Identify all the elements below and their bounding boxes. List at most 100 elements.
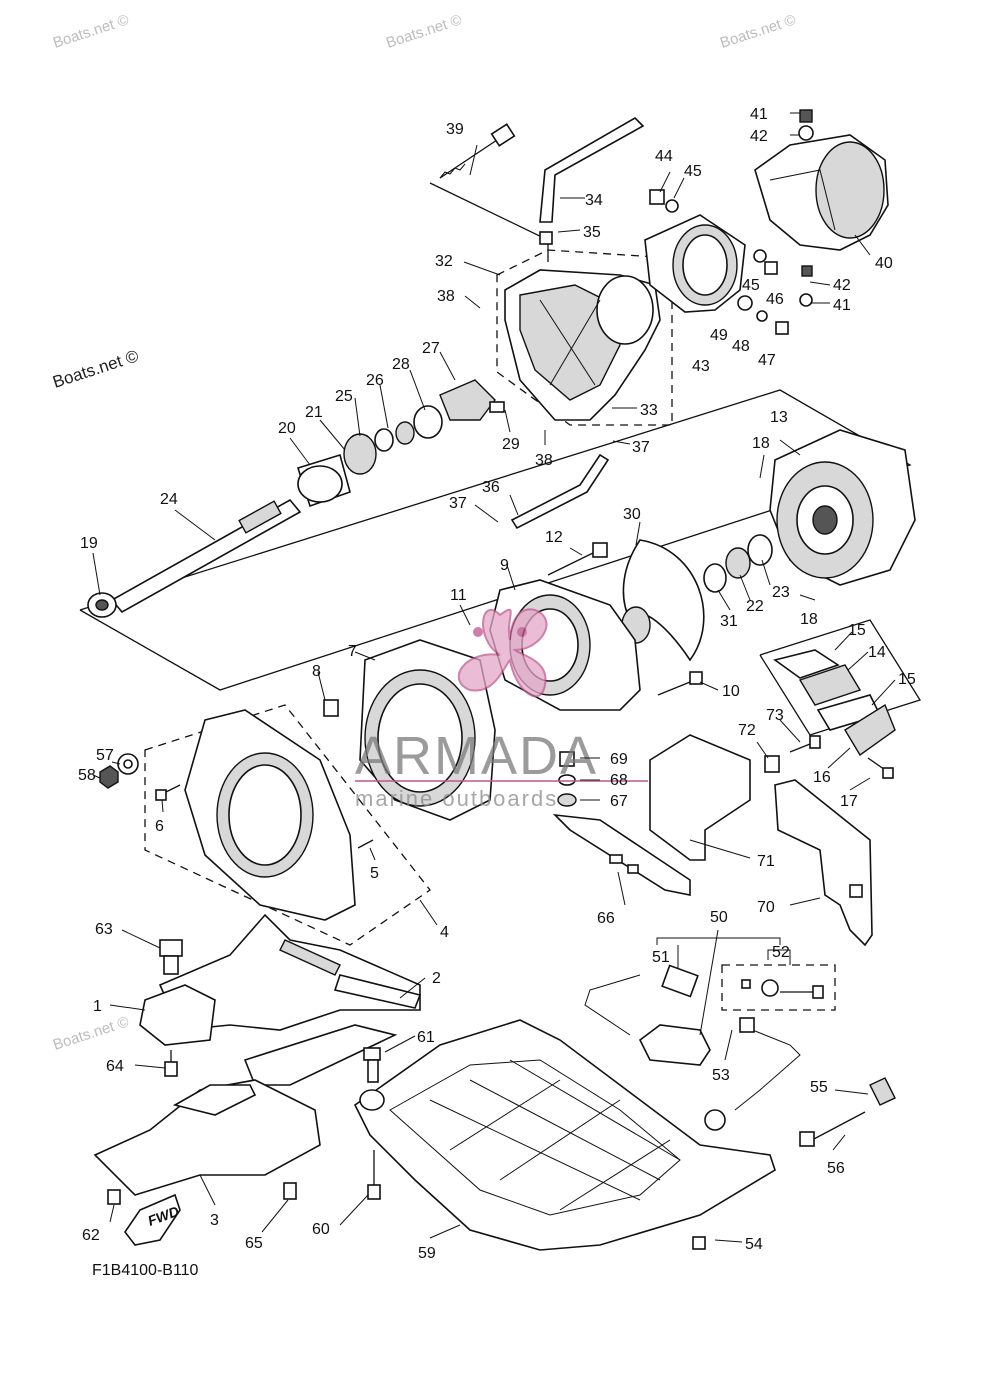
callout-64: 64: [106, 1058, 124, 1075]
callout-53: 53: [712, 1067, 730, 1084]
sensor-50-53: [584, 964, 824, 1131]
hose-34: [539, 117, 645, 223]
callout-54: 54: [745, 1236, 763, 1253]
intake-plate-4: [184, 709, 356, 921]
callout-34: 34: [585, 192, 603, 209]
callout-9: 9: [500, 557, 509, 574]
callout-4: 4: [440, 924, 449, 941]
watermark-left: Boats.net ©: [50, 346, 141, 392]
bracket-71: [552, 734, 751, 896]
callout-30: 30: [623, 506, 641, 523]
small-parts-5-6-8-57-58: [99, 699, 374, 849]
diagram-code: F1B4100-B110: [92, 1262, 199, 1279]
bolts-62-65: [107, 1182, 297, 1205]
brand-overlay: ARMADA marine outboards: [355, 608, 648, 811]
hose-36: [510, 453, 610, 530]
callout-66: 66: [597, 910, 615, 927]
callout-32: 32: [435, 253, 453, 270]
callout-15b: 15: [898, 671, 916, 688]
callout-27: 27: [422, 340, 440, 357]
callout-73: 73: [766, 707, 784, 724]
bolts-72-73: [764, 735, 821, 773]
callout-45a: 45: [684, 163, 702, 180]
brand-tagline: marine outboards: [355, 786, 558, 811]
callout-21: 21: [305, 404, 323, 421]
callout-19: 19: [80, 535, 98, 552]
bolts-54-60-61: [363, 1047, 706, 1250]
callout-47: 47: [758, 352, 776, 369]
callout-14: 14: [868, 644, 886, 661]
callout-42a: 42: [750, 128, 768, 145]
callout-56: 56: [827, 1160, 845, 1177]
grate-14-16: [773, 649, 896, 779]
bolt-39: [439, 123, 516, 179]
callout-48: 48: [732, 338, 750, 355]
callout-7: 7: [348, 643, 357, 660]
callout-50: 50: [710, 909, 728, 926]
callout-43: 43: [692, 358, 710, 375]
callout-5: 5: [370, 865, 379, 882]
ride-plate-59: [353, 1019, 776, 1251]
callout-11: 11: [450, 587, 467, 604]
callout-51: 51: [652, 949, 670, 966]
callout-25: 25: [335, 388, 353, 405]
callout-61: 61: [417, 1029, 435, 1046]
deflector-40: [754, 134, 889, 251]
callout-70: 70: [757, 899, 775, 916]
callout-35: 35: [583, 224, 601, 241]
callout-3: 3: [210, 1212, 219, 1229]
callout-10: 10: [722, 683, 740, 700]
bracket-3: [93, 1079, 321, 1196]
watermark-top-center: Boats.net ©: [384, 11, 464, 51]
callout-16: 16: [813, 769, 831, 786]
callout-leaders: [92, 112, 896, 1243]
callout-44: 44: [655, 148, 673, 165]
rings-22-23-31: [703, 534, 773, 593]
callout-38b: 38: [535, 452, 553, 469]
callout-68: 68: [610, 772, 628, 789]
callout-6: 6: [155, 818, 164, 835]
callout-15a: 15: [848, 622, 866, 639]
callout-62: 62: [82, 1227, 100, 1244]
callout-40: 40: [875, 255, 893, 272]
callout-45b: 45: [742, 277, 760, 294]
callout-18b: 18: [800, 611, 818, 628]
callout-59: 59: [418, 1245, 436, 1262]
callout-31: 31: [720, 613, 738, 630]
callout-46: 46: [766, 291, 784, 308]
callout-49: 49: [710, 327, 728, 344]
callout-17: 17: [840, 793, 858, 810]
callout-52: 52: [772, 944, 790, 961]
drive-shaft-24: [87, 379, 505, 618]
callout-28: 28: [392, 356, 410, 373]
callout-23: 23: [772, 584, 790, 601]
plate-70: [774, 779, 873, 947]
callout-18a: 18: [752, 435, 770, 452]
callout-60: 60: [312, 1221, 330, 1238]
bolt-12: [547, 542, 608, 576]
callout-26: 26: [366, 372, 384, 389]
jet-housing-32: [504, 269, 661, 421]
duct-1-2: [139, 913, 422, 1046]
callout-36: 36: [482, 479, 500, 496]
callout-42b: 42: [833, 277, 851, 294]
brand-logo-icon: [457, 608, 548, 698]
callout-20: 20: [278, 420, 296, 437]
nozzle-43: [644, 214, 746, 313]
callout-69: 69: [610, 751, 628, 768]
callout-37b: 37: [632, 439, 650, 456]
callout-72: 72: [738, 722, 756, 739]
callout-33: 33: [640, 402, 658, 419]
callout-58: 58: [78, 767, 96, 784]
callout-65: 65: [245, 1235, 263, 1252]
callout-22: 22: [746, 598, 764, 615]
callout-1: 1: [93, 998, 102, 1015]
callout-8: 8: [312, 663, 321, 680]
impeller-housing-13: [769, 429, 916, 586]
parts-55-56: [799, 1077, 896, 1147]
brand-name: ARMADA: [355, 726, 598, 786]
callout-38a: 38: [437, 288, 455, 305]
callout-41a: 41: [750, 106, 768, 123]
watermark-bottom-left: Boats.net ©: [51, 1013, 131, 1053]
